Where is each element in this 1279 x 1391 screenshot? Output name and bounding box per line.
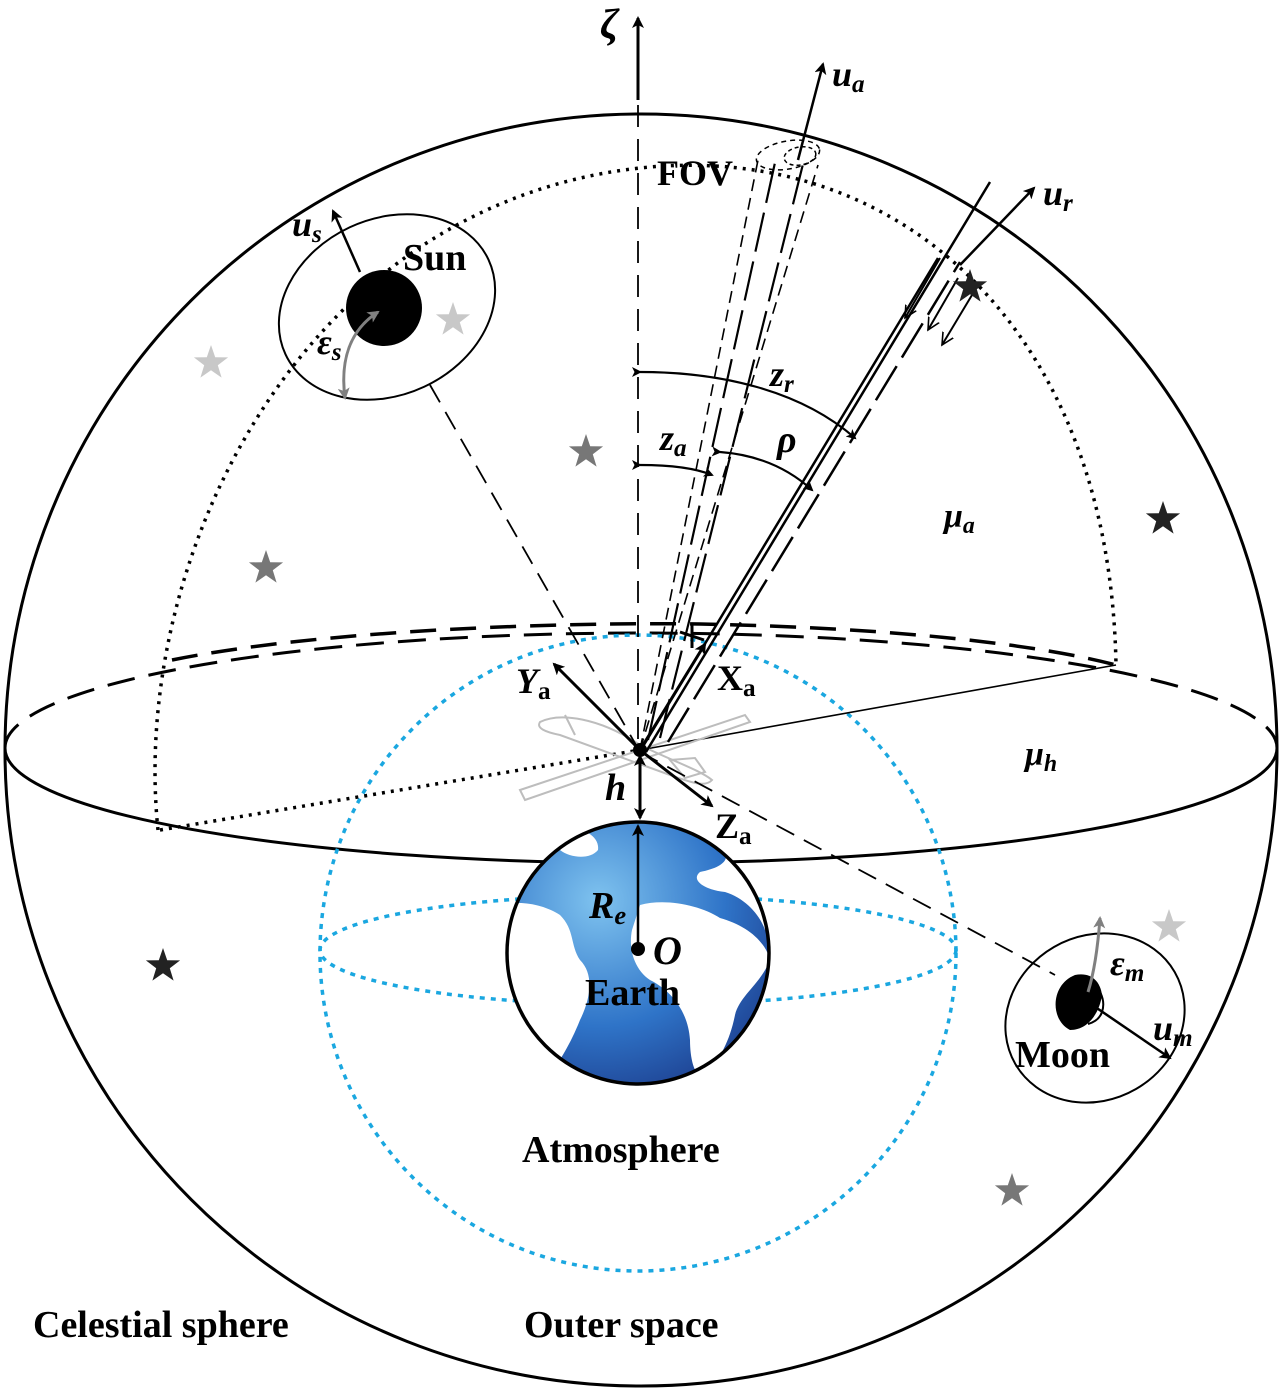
meridian-arc (153, 163, 1118, 831)
label-u-s: us (292, 204, 322, 248)
star-icon (994, 1173, 1030, 1206)
label-outer-space: Outer space (524, 1304, 719, 1346)
earth-center-dot (631, 942, 645, 956)
refracted-arrow-2 (928, 277, 959, 330)
label-moon: Moon (1015, 1034, 1110, 1076)
star-icon (1145, 501, 1181, 534)
eps-s-arrow (337, 310, 380, 400)
label-fov: FOV (657, 153, 733, 193)
label-r-e: Re (588, 885, 626, 930)
aircraft-icon (518, 713, 752, 802)
star-icon (435, 302, 471, 335)
label-zeta: ζ (600, 2, 620, 48)
eps-m-arrow (1086, 916, 1106, 993)
label-eps-m: εm (1110, 943, 1144, 987)
star-icon (1151, 909, 1187, 942)
label-z-r: zr (768, 354, 794, 398)
y-a-axis (552, 662, 642, 752)
u-m-arrow (1084, 998, 1172, 1060)
label-z-a-axis: Za (715, 806, 752, 850)
star-icon (568, 434, 604, 467)
label-u-m: um (1153, 1008, 1193, 1052)
label-atmosphere: Atmosphere (522, 1129, 720, 1171)
rho-arc (711, 446, 814, 492)
label-z-a: za (658, 418, 687, 462)
star-icon (145, 948, 181, 981)
label-sun: Sun (403, 237, 466, 279)
tilted-plane-far (171, 621, 1117, 667)
label-mu-h: μh (1023, 736, 1057, 777)
label-eps-s: εs (317, 322, 342, 366)
z-r-arc (631, 366, 857, 440)
label-x-a: Xa (717, 658, 756, 702)
sun-dashed-line (429, 384, 637, 746)
star-icon (193, 345, 229, 378)
refracted-arrow-1 (905, 257, 941, 318)
label-u-r: ur (1043, 173, 1073, 217)
horizon-back (3, 631, 1279, 749)
label-celestial-sphere: Celestial sphere (33, 1304, 289, 1346)
label-y-a: Ya (516, 661, 551, 705)
u-r-arrow-line (959, 186, 1036, 266)
label-earth: Earth (585, 972, 680, 1014)
label-u-a: ua (832, 54, 865, 98)
refracted-arrow-3 (942, 289, 976, 345)
label-mu-a: μa (942, 498, 975, 539)
sun-disk (346, 270, 422, 346)
label-rho: ρ (776, 419, 797, 461)
star-icon (248, 550, 284, 583)
tilted-plane-join (639, 664, 1117, 751)
moon-dashed-line (639, 751, 1056, 976)
moon-ellipse (1004, 932, 1186, 1104)
z-a-arc (631, 459, 714, 477)
refracted-rays (640, 181, 992, 753)
sun-ellipse (277, 213, 497, 401)
label-h: h (605, 767, 626, 809)
u-r-arrow (990, 182, 1033, 192)
label-o: O (653, 928, 682, 973)
u-s-arrow (331, 209, 362, 273)
tilted-plane-near (159, 748, 641, 832)
u-a-arrow (796, 62, 827, 161)
